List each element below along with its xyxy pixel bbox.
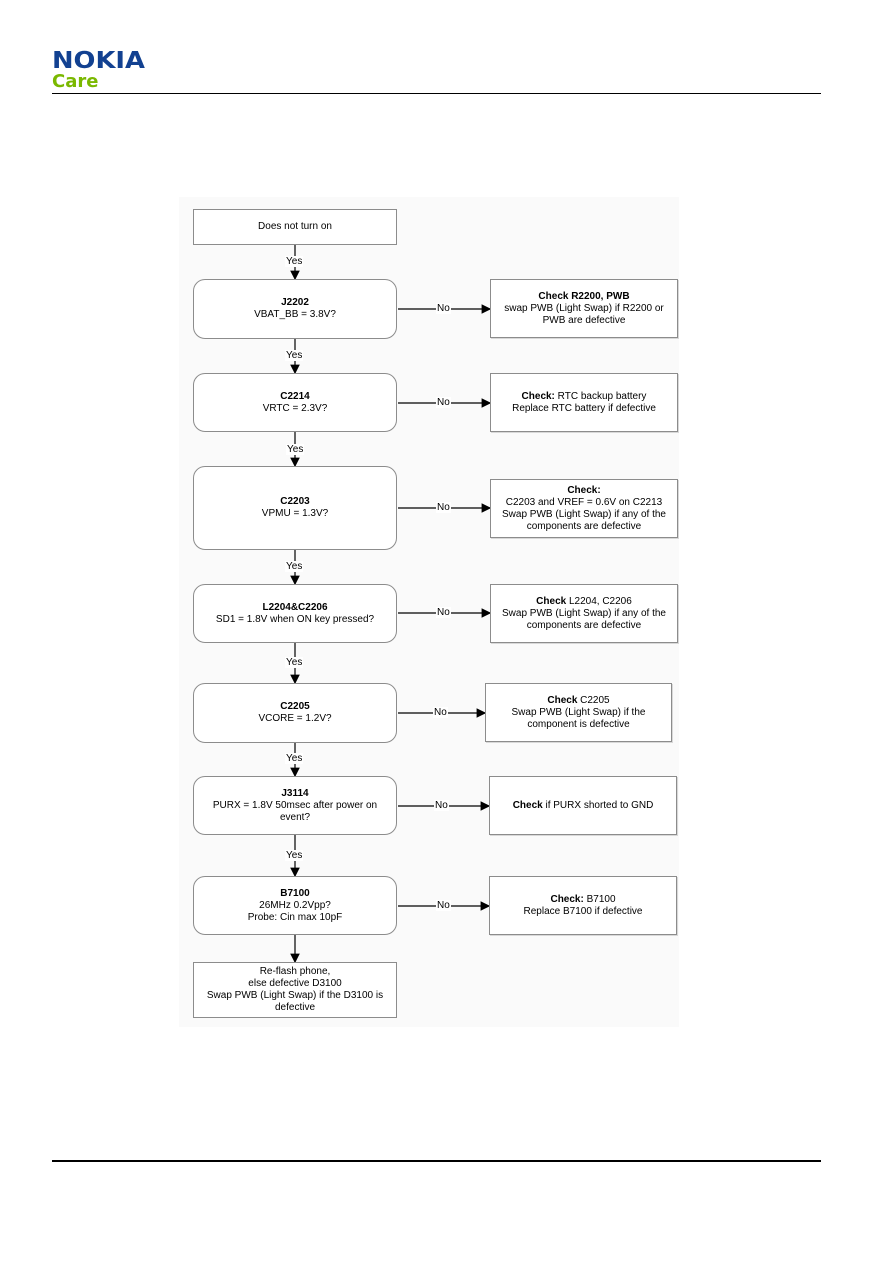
action-title-rest: if PURX shorted to GND (542, 799, 654, 811)
decision-text: VCORE = 1.2V? (258, 713, 332, 724)
action-title: Check: (521, 390, 555, 402)
decision-title: C2205 (280, 701, 310, 712)
no-label: No (436, 303, 451, 314)
action-text: component is defective (527, 718, 630, 730)
no-label: No (436, 397, 451, 408)
yes-label: Yes (285, 256, 304, 267)
no-label: No (433, 707, 448, 718)
action-box-rtc: Check: RTC backup battery Replace RTC ba… (490, 373, 678, 432)
decision-text: SD1 = 1.8V when ON key pressed? (215, 613, 375, 625)
action-title: Check (536, 595, 567, 607)
action-text: Swap PWB (Light Swap) if any of the (502, 508, 666, 520)
yes-label: Yes (285, 561, 304, 572)
decision-title: J2202 (281, 297, 309, 308)
nokia-care-logo: NOKIA Care (52, 50, 145, 92)
action-box-c2203: Check: C2203 and VREF = 0.6V on C2213 Sw… (490, 479, 678, 538)
action-text: components are defective (526, 619, 642, 631)
footer-rule (52, 1160, 821, 1162)
start-box: Does not turn on (193, 209, 397, 245)
action-title: Check: (550, 893, 584, 905)
action-title: Check: (567, 484, 601, 496)
decision-text: PURX = 1.8V 50msec after power on (212, 799, 378, 811)
action-box-b7100: Check: B7100 Replace B7100 if defective (489, 876, 677, 935)
decision-box-c2205: C2205 VCORE = 1.2V? (193, 683, 397, 743)
end-text: defective (274, 1002, 316, 1013)
decision-title: J3114 (281, 787, 309, 799)
action-title: Check (512, 799, 543, 811)
action-box-purx: Check if PURX shorted to GND (489, 776, 677, 835)
brand-name: NOKIA (52, 48, 145, 74)
action-box-r2200: Check R2200, PWB swap PWB (Light Swap) i… (490, 279, 678, 338)
yes-label: Yes (285, 657, 304, 668)
action-text: Swap PWB (Light Swap) if the (511, 706, 646, 718)
decision-text: VBAT_BB = 3.8V? (254, 309, 336, 320)
yes-label: Yes (285, 753, 304, 764)
decision-title: L2204&C2206 (262, 601, 328, 613)
decision-box-l2204-c2206: L2204&C2206 SD1 = 1.8V when ON key press… (193, 584, 397, 643)
decision-text: VRTC = 2.3V? (262, 402, 328, 414)
action-title-rest: L2204, C2206 (566, 595, 632, 607)
decision-box-j2202: J2202 VBAT_BB = 3.8V? (193, 279, 397, 339)
no-label: No (436, 900, 451, 911)
decision-text: event? (279, 811, 311, 823)
action-title-rest: C2205 (577, 694, 610, 706)
yes-label: Yes (285, 850, 304, 861)
action-box-c2205: Check C2205 Swap PWB (Light Swap) if the… (485, 683, 672, 742)
sub-brand-name: Care (52, 71, 99, 92)
decision-title: C2203 (280, 496, 310, 507)
header-rule (52, 93, 821, 94)
decision-box-b7100: B7100 26MHz 0.2Vpp? Probe: Cin max 10pF (193, 876, 397, 935)
no-label: No (436, 502, 451, 513)
no-label: No (436, 607, 451, 618)
action-box-l2204: Check L2204, C2206 Swap PWB (Light Swap)… (490, 584, 678, 643)
end-text: Re-flash phone, (259, 966, 331, 977)
end-box: Re-flash phone, else defective D3100 Swa… (193, 962, 397, 1018)
action-text: Replace B7100 if defective (523, 905, 643, 917)
action-title-rest: B7100 (583, 893, 616, 905)
no-label: No (434, 800, 449, 811)
action-title: Check R2200, PWB (538, 290, 630, 302)
end-text: else defective D3100 (248, 978, 342, 989)
start-text: Does not turn on (258, 221, 332, 232)
action-text: swap PWB (Light Swap) if R2200 or (504, 302, 664, 314)
yes-label: Yes (286, 444, 305, 455)
decision-title: B7100 (280, 887, 310, 899)
action-text: C2203 and VREF = 0.6V on C2213 (505, 496, 663, 508)
decision-text: Probe: Cin max 10pF (247, 911, 343, 923)
action-title-rest: RTC backup battery (554, 390, 647, 402)
action-text: Replace RTC battery if defective (512, 402, 656, 414)
decision-text: VPMU = 1.3V? (261, 508, 329, 519)
action-title: Check (547, 694, 578, 706)
action-text: Swap PWB (Light Swap) if any of the (502, 607, 666, 619)
decision-box-c2203: C2203 VPMU = 1.3V? (193, 466, 397, 550)
decision-text: 26MHz 0.2Vpp? (259, 899, 331, 911)
decision-title: C2214 (280, 390, 310, 402)
end-text: Swap PWB (Light Swap) if the D3100 is (206, 990, 384, 1001)
decision-box-j3114: J3114 PURX = 1.8V 50msec after power on … (193, 776, 397, 835)
yes-label: Yes (285, 350, 304, 361)
action-text: PWB are defective (542, 314, 626, 326)
action-text: components are defective (526, 520, 642, 532)
decision-box-c2214: C2214 VRTC = 2.3V? (193, 373, 397, 432)
